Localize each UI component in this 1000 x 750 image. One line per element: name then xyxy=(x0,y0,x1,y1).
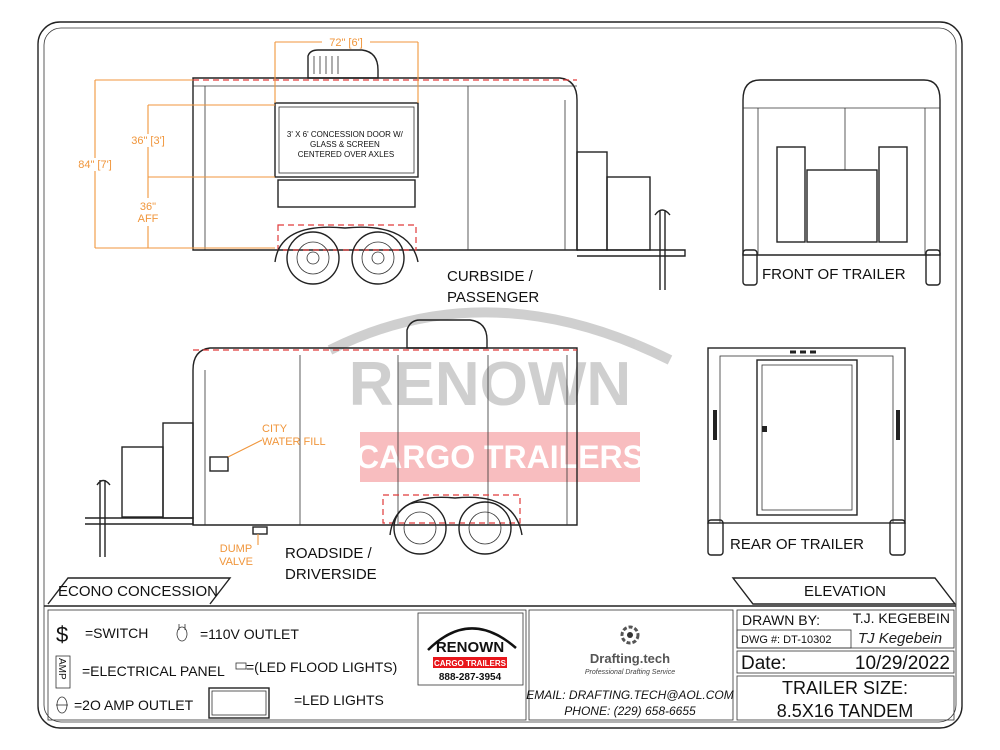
logo-brand: RENOWN xyxy=(436,639,504,656)
drawn-by-label: DRAWN BY: xyxy=(742,612,820,628)
date-label: Date: xyxy=(741,653,786,674)
drafting-name: Drafting.tech xyxy=(590,651,670,666)
curbside-elevation: 3' X 6' CONCESSION DOOR W/ GLASS & SCREE… xyxy=(73,36,686,306)
logo-phone: 888-287-3954 xyxy=(439,672,502,683)
switch-symbol-icon: $ xyxy=(56,622,68,647)
drafting-email[interactable]: EMAIL: DRAFTING.TECH@AOL.COM xyxy=(526,688,734,702)
outlet-110-icon xyxy=(176,624,188,642)
signature: TJ Kegebein xyxy=(858,630,942,647)
amp-text: AMP xyxy=(56,658,67,680)
legend: $ =SWITCH =110V OUTLET AMP =ELECTRICAL P… xyxy=(55,622,397,719)
tongue-jack xyxy=(654,209,671,290)
rear-elevation: REAR OF TRAILER xyxy=(707,347,906,556)
inner-border xyxy=(43,27,957,723)
legend-20amp: =2O AMP OUTLET xyxy=(74,697,194,713)
watermark-brand: RENOWN xyxy=(349,350,631,419)
legend-110v: =110V OUTLET xyxy=(200,626,299,642)
tongue-box-door xyxy=(576,151,608,251)
trailer-size-label: TRAILER SIZE: xyxy=(782,678,908,698)
legend-led: =LED LIGHTS xyxy=(294,692,384,708)
front-elevation: FRONT OF TRAILER xyxy=(742,79,941,286)
tab-left-text: ECONO CONCESSION xyxy=(58,583,218,600)
legend-panel: =ELECTRICAL PANEL xyxy=(82,663,225,679)
dim-height-total: 84" [7'] xyxy=(78,159,112,171)
dim-width: 72" [6'] xyxy=(329,37,363,49)
gear-icon xyxy=(620,625,640,645)
front-label: FRONT OF TRAILER xyxy=(762,266,906,283)
drafting-tagline: Professional Drafting Service xyxy=(585,669,675,676)
flood-light-icon xyxy=(235,662,247,670)
dim-aff: 36"AFF xyxy=(138,201,159,225)
dimensions: 72" [6'] 84" [7'] 36" [3'] 36"AFF xyxy=(73,36,419,249)
tab-elevation xyxy=(731,577,957,605)
outer-border xyxy=(37,21,963,729)
rear-label: REAR OF TRAILER xyxy=(730,536,864,553)
dwg-number: DWG #: DT-10302 xyxy=(741,634,831,646)
drawn-by: T.J. KEGEBEIN xyxy=(853,610,950,626)
dim-door-height: 36" [3'] xyxy=(131,135,165,147)
barbed-wire-icon xyxy=(427,627,517,651)
curbside-label: CURBSIDE /PASSENGER xyxy=(447,268,539,306)
title-block: DRAWN BY: T.J. KEGEBEIN DWG #: DT-10302 … xyxy=(736,609,955,721)
trailer-body xyxy=(192,77,578,251)
city-water-fill xyxy=(209,456,229,472)
drafting-phone: PHONE: (229) 658-6655 xyxy=(564,704,696,718)
tab-right-text: ELEVATION xyxy=(804,583,886,600)
renown-logo: RENOWN CARGO TRAILERS 888-287-3954 xyxy=(417,612,524,686)
date-value: 10/29/2022 xyxy=(855,653,950,674)
roof-vent xyxy=(307,49,379,79)
roof-vent-2 xyxy=(406,319,488,349)
trailer-size: 8.5X16 TANDEM xyxy=(777,701,913,721)
watermark: RENOWN CARGO TRAILERS xyxy=(327,307,673,482)
dump-valve xyxy=(252,526,268,535)
drafting-info: Drafting.tech Professional Drafting Serv… xyxy=(526,625,734,718)
door-note: 3' X 6' CONCESSION DOOR W/ GLASS & SCREE… xyxy=(287,130,405,159)
led-light-icon xyxy=(208,687,270,719)
watermark-sub: CARGO TRAILERS xyxy=(356,439,644,475)
watermark-red-band xyxy=(360,432,640,482)
concession-door xyxy=(274,102,419,178)
trailer-body-2 xyxy=(192,347,578,526)
drafting-box xyxy=(528,609,734,721)
tab-econo-concession xyxy=(47,577,232,605)
legend-flood: =(LED FLOOD LIGHTS) xyxy=(246,659,397,675)
roadside-label: ROADSIDE /DRIVERSIDE xyxy=(285,545,377,583)
rear-door xyxy=(756,359,858,516)
logo-sub: CARGO TRAILERS xyxy=(434,659,507,668)
wheels xyxy=(286,231,405,285)
tongue-box xyxy=(606,176,651,251)
watermark-wire-icon xyxy=(327,307,673,365)
tongue xyxy=(577,249,686,257)
legend-switch: =SWITCH xyxy=(85,625,148,641)
fender xyxy=(274,226,419,263)
counter-panel xyxy=(277,179,416,208)
wheel-box-hidden xyxy=(277,224,417,251)
legend-box xyxy=(47,609,527,721)
amp-panel-icon xyxy=(55,655,71,689)
outlet-20-icon xyxy=(56,696,68,714)
